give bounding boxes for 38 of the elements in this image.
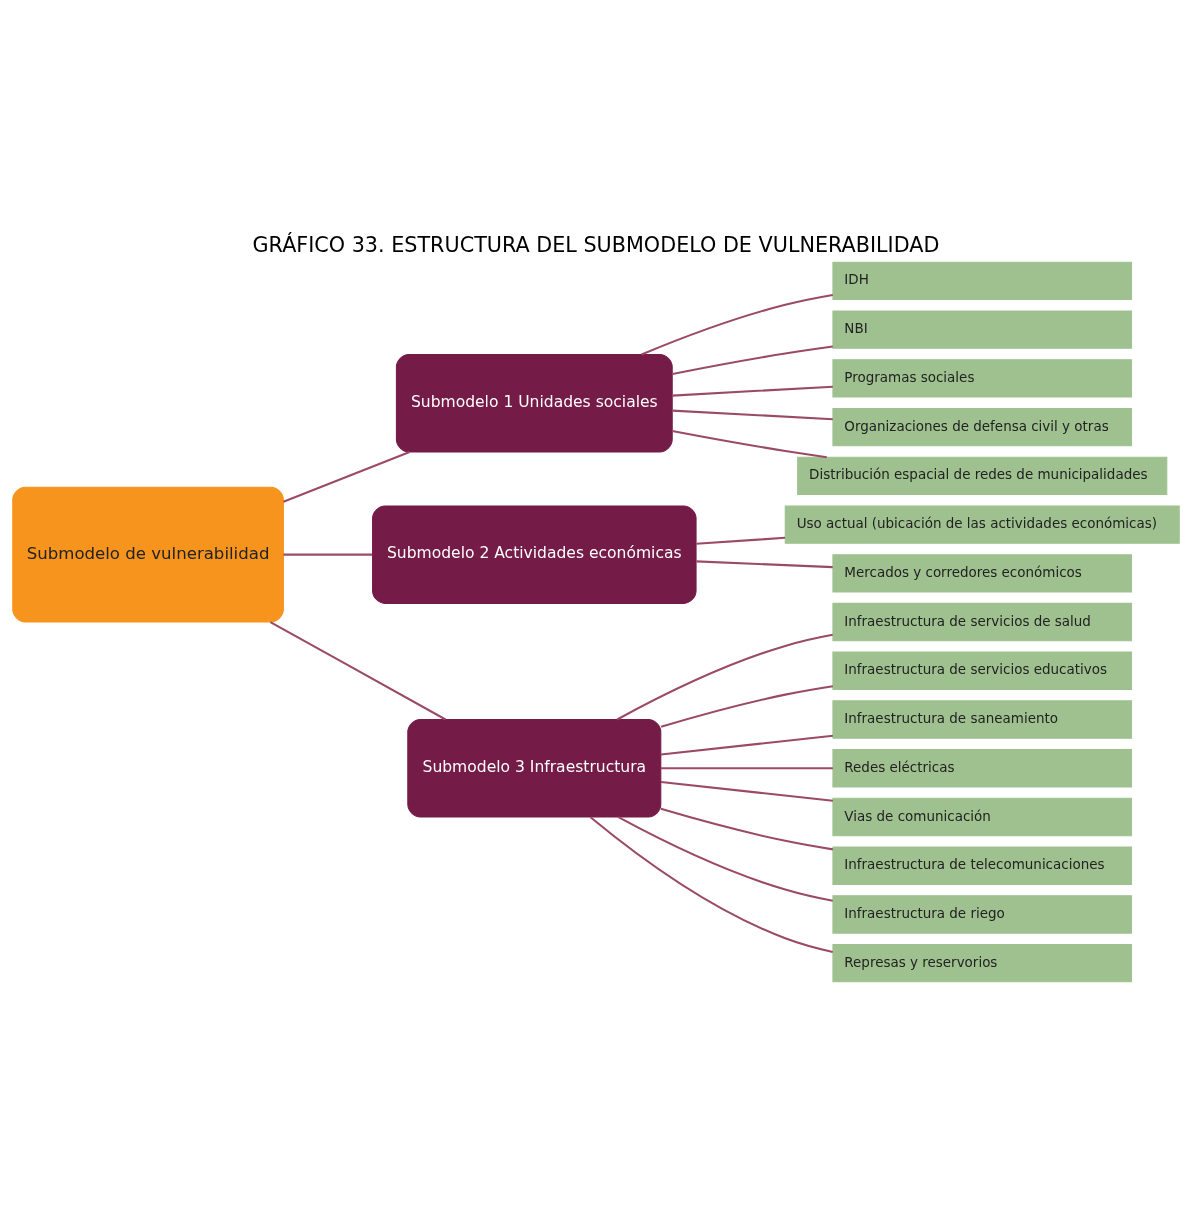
node-box: Uso actual (ubicación de las actividades económicas) xyxy=(784,505,1180,544)
node-box: Redes eléctricas xyxy=(832,749,1133,788)
node-box: Represas y reservorios xyxy=(832,944,1133,983)
node-box: Infraestructura de saneamiento xyxy=(832,700,1133,739)
connector xyxy=(269,621,447,721)
connector xyxy=(283,451,410,503)
connector xyxy=(660,807,834,851)
connector xyxy=(616,633,833,721)
connector xyxy=(672,409,833,421)
node-box: Infraestructura de servicios de salud xyxy=(832,602,1133,642)
connector xyxy=(589,816,833,953)
connector xyxy=(283,553,373,556)
node-box: Submodelo 1 Unidades sociales xyxy=(395,354,673,453)
node-box: Mercados y corredores económicos xyxy=(832,554,1133,593)
node-box: Submodelo 2 Actividades económicas xyxy=(372,505,697,604)
node-box: NBI xyxy=(832,310,1133,349)
connector xyxy=(660,780,833,802)
connector xyxy=(672,429,827,459)
node-box: Distribución espacial de redes de municipalidades xyxy=(797,456,1168,496)
connector xyxy=(672,385,833,397)
node-box: IDH xyxy=(832,261,1133,301)
node-box: Organizaciones de defensa civil y otras xyxy=(832,407,1133,447)
node-box: Vias de comunicación xyxy=(832,797,1133,837)
connector xyxy=(660,685,833,728)
node-box: Infraestructura de telecomunicaciones xyxy=(832,846,1133,885)
connector xyxy=(696,560,833,569)
node-box: Programas sociales xyxy=(832,359,1133,398)
connector xyxy=(660,734,833,756)
node-box: Infraestructura de servicios educativos xyxy=(832,651,1133,690)
connector xyxy=(672,345,833,376)
node-box: Infraestructura de riego xyxy=(832,895,1133,934)
connector xyxy=(696,536,786,545)
node-box: Submodelo 3 Infraestructura xyxy=(407,719,662,818)
node-box: Submodelo de vulnerabilidad xyxy=(12,486,284,623)
diagram-title: GRÁFICO 33. ESTRUCTURA DEL SUBMODELO DE VULNERABILIDAD xyxy=(252,232,940,257)
connector xyxy=(661,767,833,770)
connector xyxy=(617,816,833,902)
connector xyxy=(641,293,833,356)
